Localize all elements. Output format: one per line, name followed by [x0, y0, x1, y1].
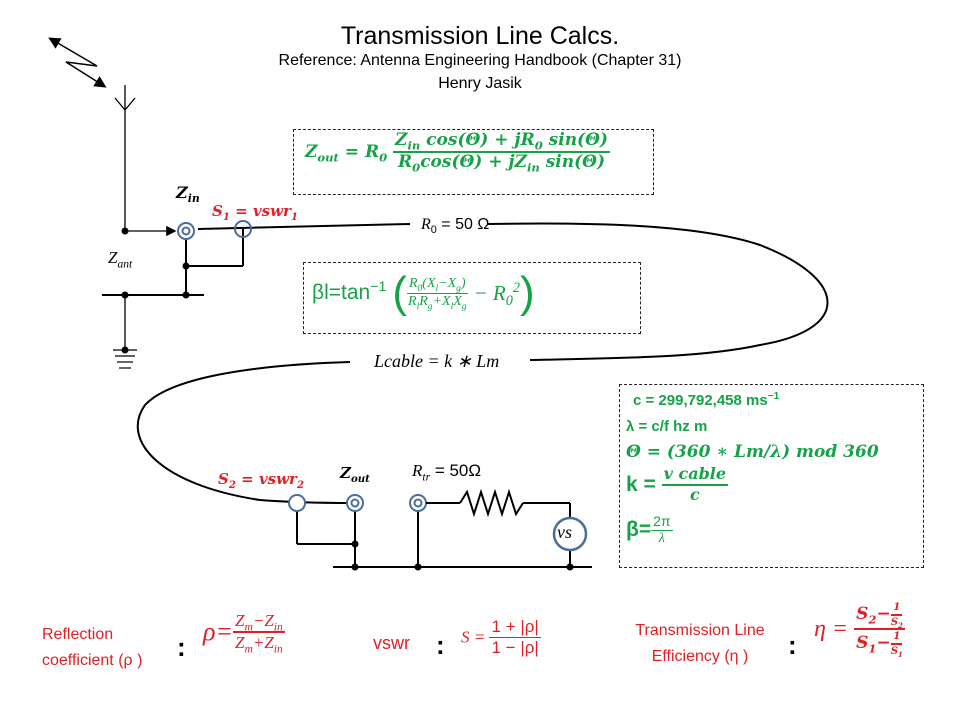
- wavelength-line: λ = c/f hz m: [626, 418, 708, 435]
- vswr-label: vswr: [373, 633, 410, 653]
- s2-probe-icon: [288, 494, 306, 512]
- author-subtitle: Henry Jasik: [438, 75, 522, 92]
- rtr-label: Rtr = 50Ω: [412, 461, 482, 484]
- ground-icon: [113, 346, 137, 369]
- page-title: Transmission Line Calcs.: [340, 22, 620, 50]
- s1-probe-icon: [234, 220, 252, 238]
- reference-subtitle: Reference: Antenna Engineering Handbook …: [278, 52, 682, 69]
- zout-denominator: R0cos(Θ) + jZin sin(Θ): [398, 151, 605, 175]
- beta-l-denominator: RlRg+XlXg: [408, 293, 467, 312]
- reflection-label: Reflection coefficient (ρ ): [42, 626, 143, 669]
- voltage-source-icon: [552, 516, 588, 552]
- r0-label: R0 = 50 Ω: [421, 216, 490, 237]
- theta-line: Θ = (360 ∗ Lm/λ) mod 360: [626, 442, 879, 462]
- efficiency-colon: :: [788, 630, 797, 660]
- beta-l-tail: − R02: [473, 279, 520, 309]
- zout-formula-box: [293, 129, 654, 195]
- z-in-label: Zin: [176, 183, 200, 206]
- beta-l-formula-box: [303, 262, 641, 334]
- z-out-label: Zout: [340, 464, 370, 485]
- zout-numerator: Zin cos(Θ) + jR0 sin(Θ): [393, 130, 610, 153]
- voltage-source-label: vs: [557, 522, 572, 542]
- constants-box: [619, 384, 924, 568]
- speed-of-light-line: c = 299,792,458 ms−1: [633, 391, 780, 409]
- vswr-formula: S = 1 + |ρ|1 − |ρ|: [461, 617, 541, 657]
- radio-wave-icon: [48, 37, 107, 88]
- resistor-icon: [459, 488, 524, 518]
- beta-l-numerator: R0(Xl−Xg): [406, 275, 468, 294]
- antenna-icon: [114, 85, 136, 231]
- efficiency-label: Transmission Line Efficiency (η ): [635, 622, 765, 665]
- coax-connector-icon: [346, 494, 364, 512]
- zout-formula: Zout = R0 Zin cos(Θ) + jR0 sin(Θ)R0cos(Θ…: [305, 130, 610, 175]
- vswr-colon: :: [436, 630, 445, 660]
- coax-connector-icon: [177, 222, 195, 240]
- lcable-label: Lcable = k ∗ Lm: [374, 351, 500, 371]
- s2-vswr-label: S2 = vswr2: [218, 470, 305, 491]
- reflection-colon: :: [177, 632, 186, 662]
- coax-connector-icon: [409, 494, 427, 512]
- beta-l-formula: βl=tan−1 (R0(Xl−Xg)RlRg+XlXg − R02): [312, 268, 535, 317]
- s1-vswr-label: S1 = vswr1: [212, 202, 299, 223]
- z-ant-label: Zant: [108, 248, 133, 271]
